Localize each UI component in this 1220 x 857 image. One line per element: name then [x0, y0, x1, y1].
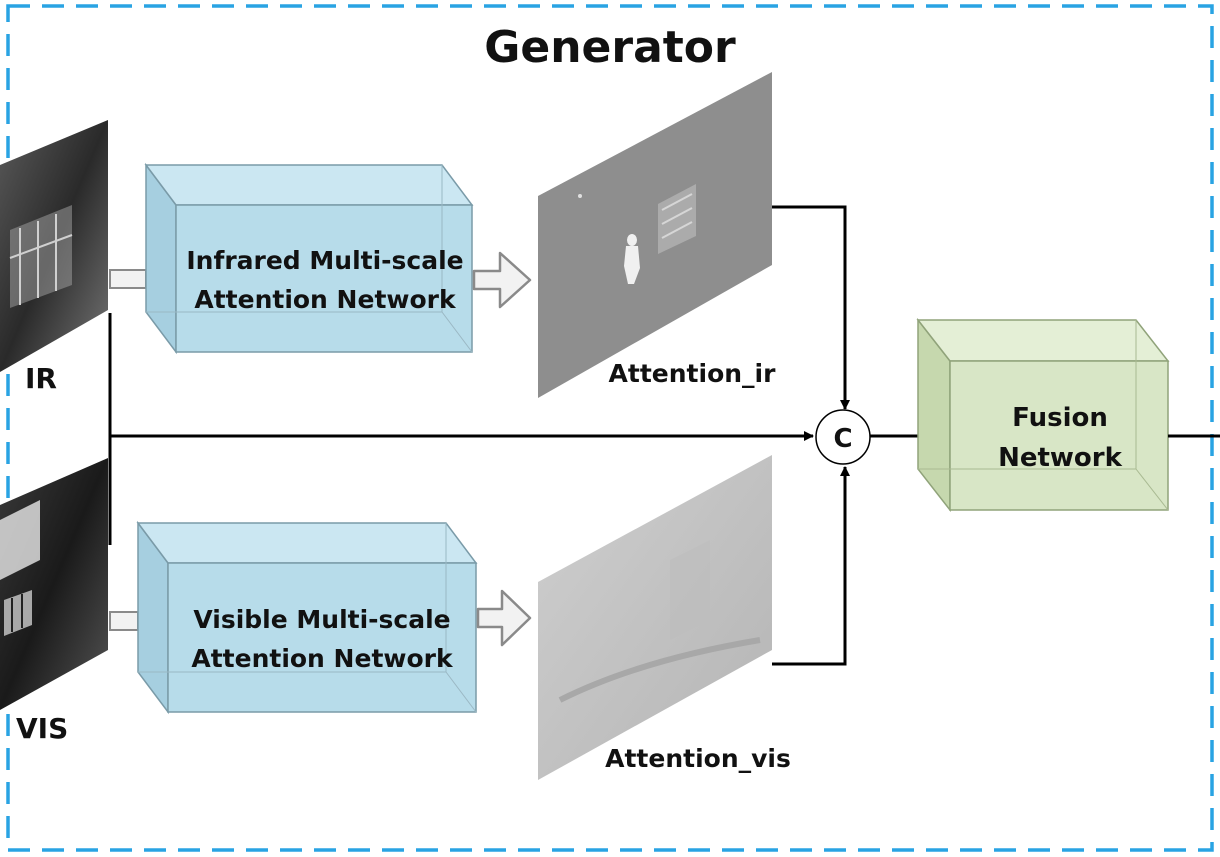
ir-to-network-arrow [109, 269, 147, 289]
fusion-network-line1: Fusion [1012, 403, 1108, 433]
generator-frame [6, 4, 1214, 852]
attention-vis-map [538, 455, 772, 780]
vis-input-image [0, 458, 108, 710]
ir-input-image [0, 120, 108, 372]
generator-title: Generator [484, 22, 736, 73]
attention-vis-to-concat-arrow [772, 466, 850, 666]
concat-symbol: C [833, 424, 852, 454]
attention-ir-to-concat-arrow [772, 205, 850, 410]
ir-network-line2: Attention Network [194, 285, 457, 314]
vis-network-line1: Visible Multi-scale [193, 605, 450, 634]
vis-to-network-arrow [109, 611, 139, 631]
vis-label: VIS [16, 712, 68, 745]
attention-ir-map [538, 72, 772, 398]
attention-vis-label: Attention_vis [605, 744, 791, 773]
vis-network-line2: Attention Network [191, 644, 454, 673]
ir-attention-network-box [144, 162, 474, 355]
vis-attention-network-box [136, 520, 478, 715]
attention-ir-label: Attention_ir [609, 359, 777, 388]
fusion-network-box [916, 317, 1170, 513]
ir-network-line1: Infrared Multi-scale [186, 246, 463, 275]
vis-network-output-arrow [476, 589, 532, 647]
ir-network-output-arrow [472, 251, 532, 309]
fusion-network-line2: Network [998, 443, 1123, 473]
ir-label: IR [25, 362, 57, 395]
